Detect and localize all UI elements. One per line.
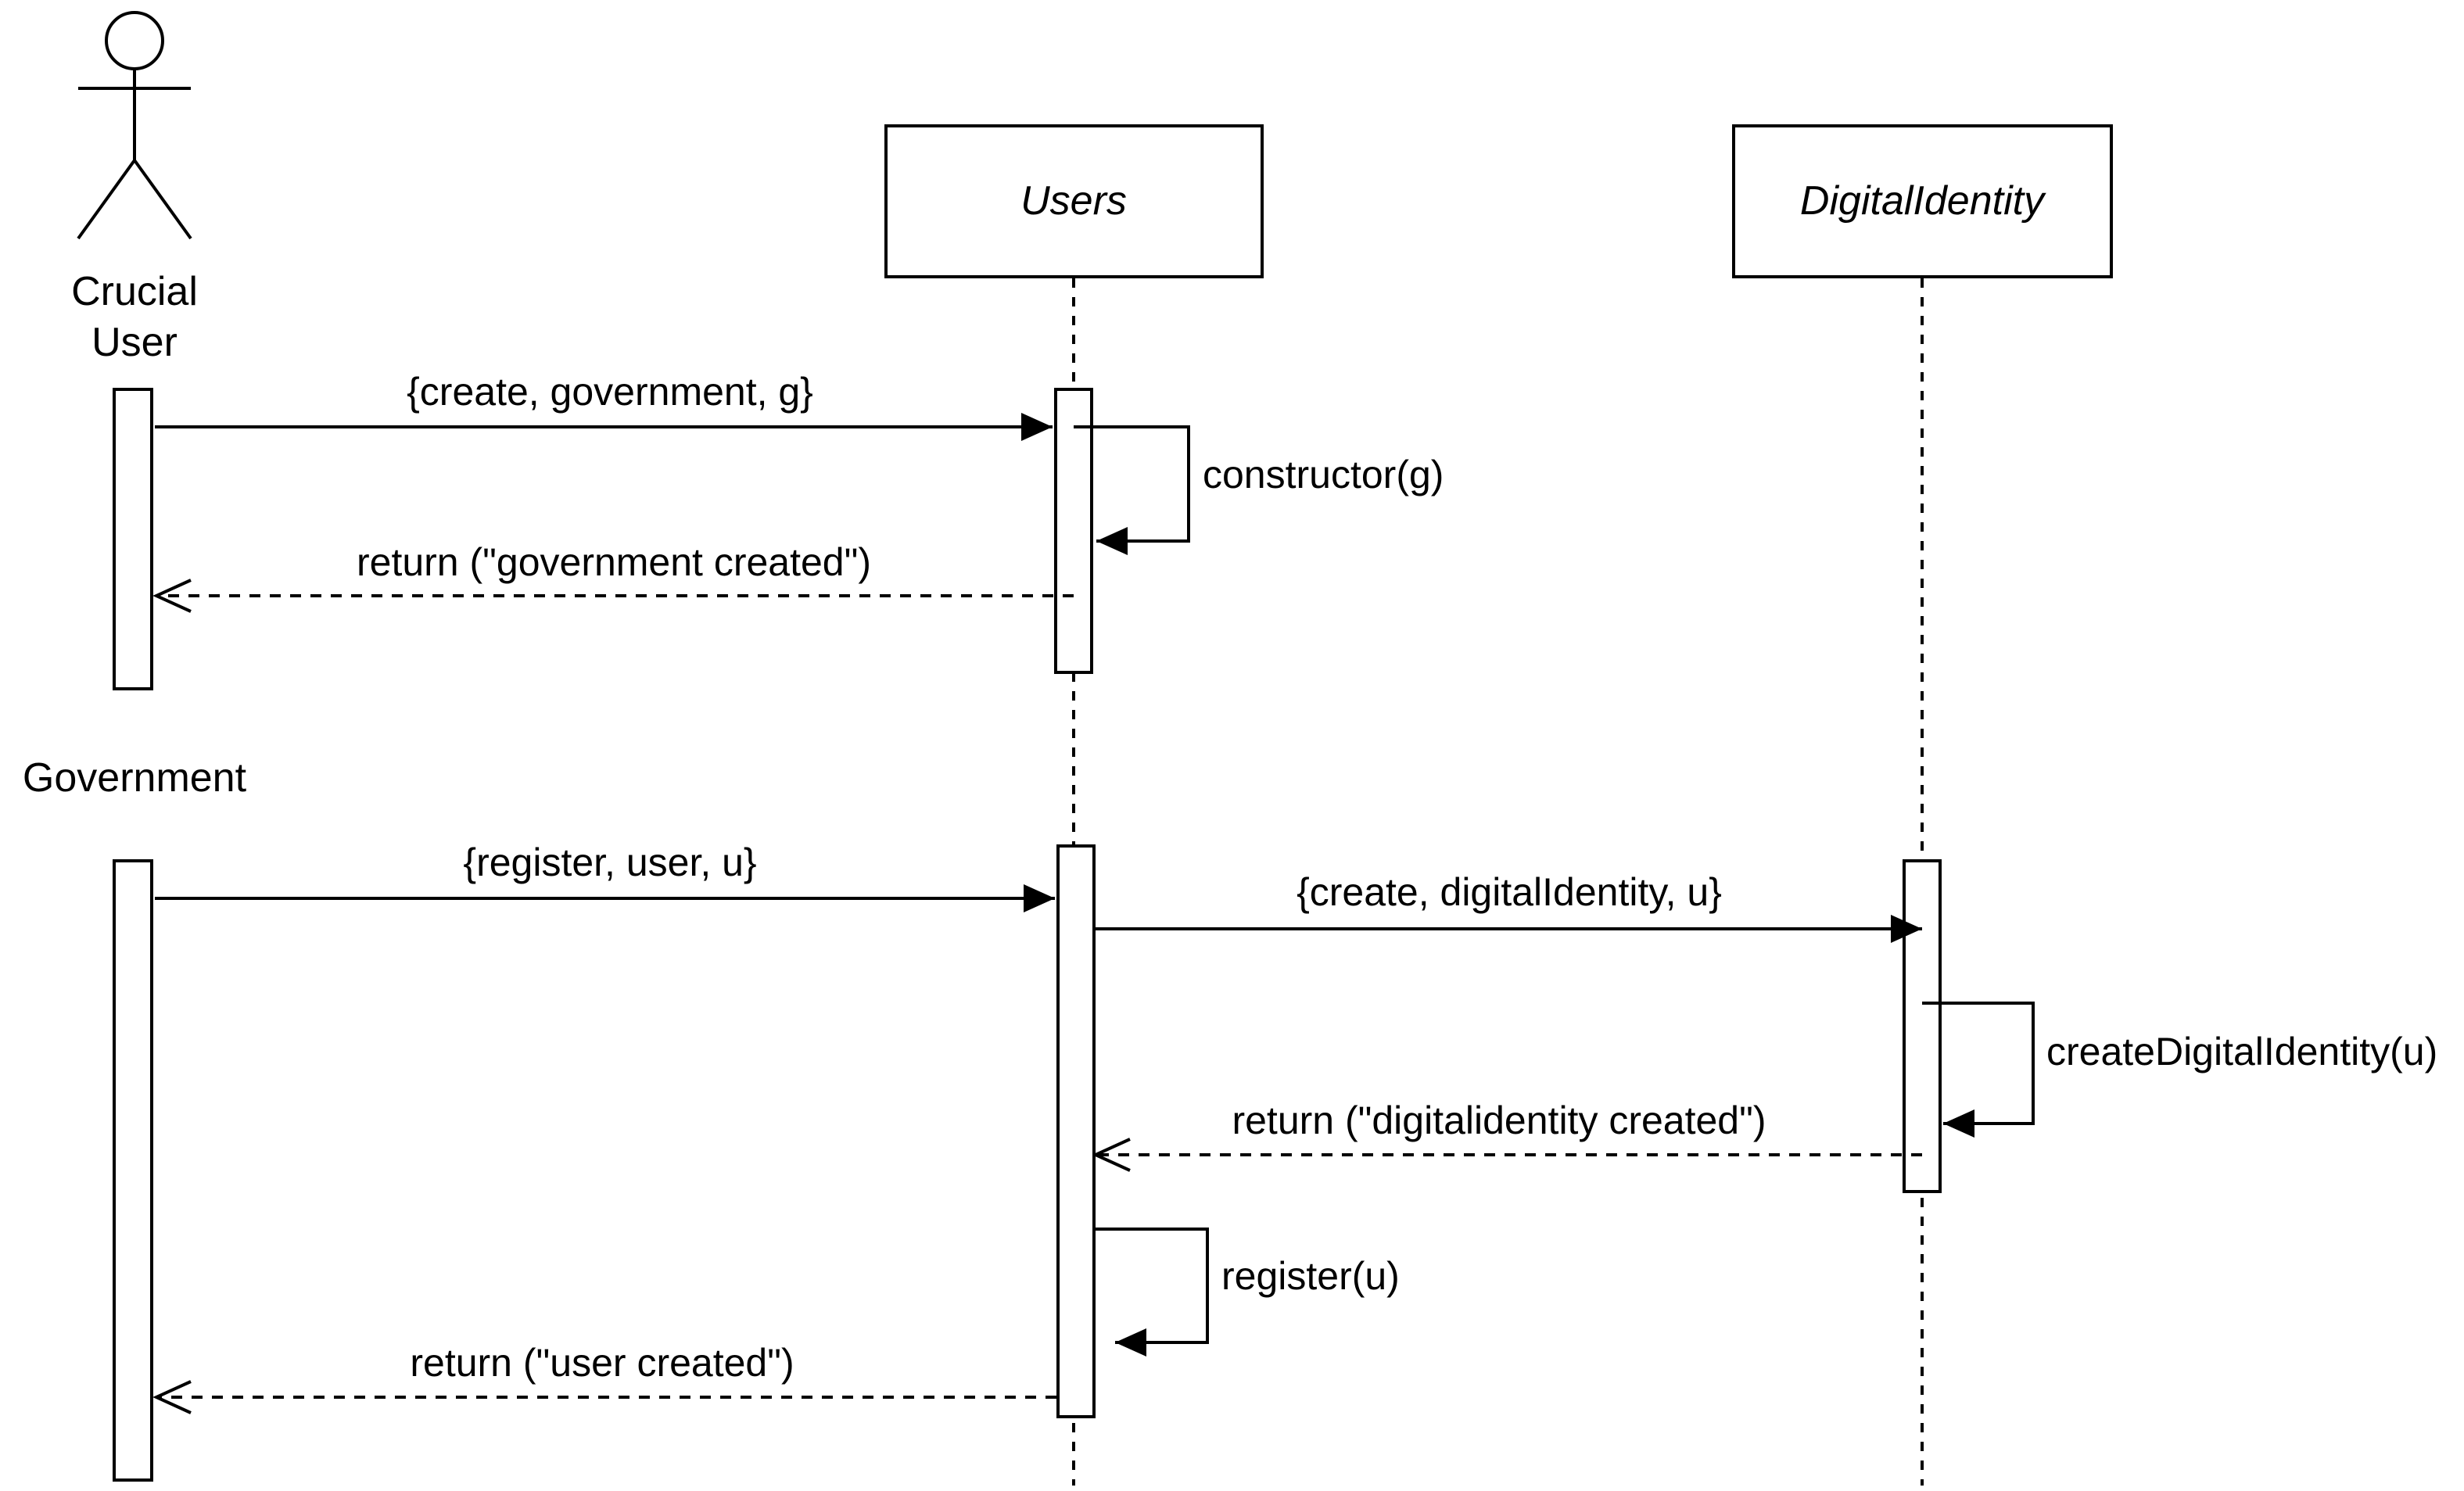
activation-bar-users-1 (1054, 388, 1093, 674)
message-label-create-government: {create, government, g} (407, 370, 813, 414)
message-arrow-createdigitalidentity (1922, 1002, 2035, 1138)
message-label-constructor: constructor(g) (1203, 453, 1444, 496)
activation-bar-digitalidentity (1903, 859, 1942, 1193)
stick-figure-icon (77, 11, 192, 240)
actor-label-crucial-line2: User (91, 320, 178, 365)
object-label-users: Users (1020, 178, 1127, 224)
object-label-digitalidentity: DigitalIdentity (1800, 178, 2046, 224)
message-label-register-self: register(u) (1221, 1254, 1400, 1298)
actor-label-crucial-line1: Crucial (71, 269, 198, 314)
object-box-digitalidentity (1732, 124, 2113, 278)
activation-bar-users-2 (1056, 844, 1096, 1418)
object-box-users (884, 124, 1264, 278)
message-label-create-digitalidentity: {create, digitalIdentity, u} (1297, 870, 1722, 914)
activation-bar-government (113, 859, 153, 1482)
activation-bar-crucial-user (113, 388, 153, 690)
message-label-return-user: return ("user created") (410, 1341, 794, 1385)
message-label-return-government: return ("government created") (357, 540, 871, 584)
message-label-return-digitalidentity: return ("digitalidentity created") (1232, 1099, 1766, 1142)
actor-label-government: Government (23, 755, 247, 801)
message-label-createdigitalidentity: createDigitalIdentity(u) (2046, 1030, 2437, 1073)
message-arrow-constructor (1074, 425, 1190, 555)
message-label-register-user: {register, user, u} (463, 840, 756, 884)
message-arrow-register-self (1094, 1228, 1209, 1357)
